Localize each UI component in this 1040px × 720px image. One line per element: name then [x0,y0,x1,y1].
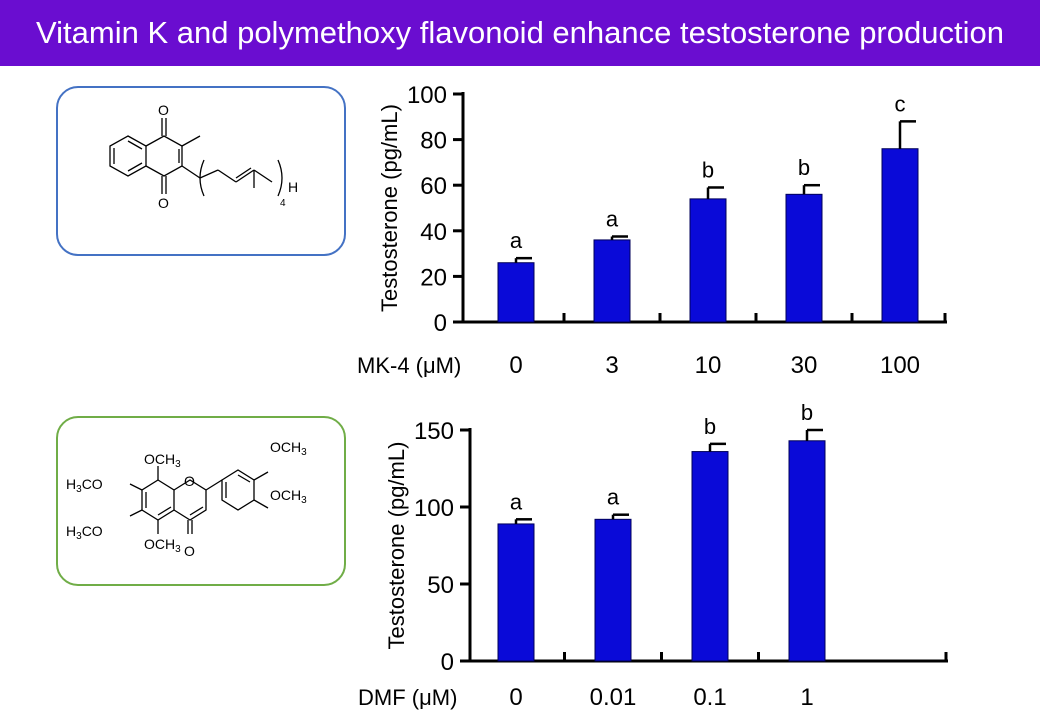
mk4-y-tick-label: 0 [434,310,447,337]
mk4-bar [881,148,919,323]
dmf-x-axis-label: DMF (μM) [358,685,457,710]
mk4-x-axis-label: MK-4 (μM) [357,353,461,378]
mk4-y-tick-label: 20 [420,264,447,291]
mk4-repeat-count: 4 [280,198,286,209]
page-title: Vitamin K and polymethoxy flavonoid enha… [36,15,1004,50]
dmf-group-c5: OCH3 [144,536,181,555]
mk4-y-tick-label: 40 [420,219,447,246]
dmf-y-tick-label: 100 [414,495,454,522]
mk4-bar [593,239,631,323]
mk4-significance-label: b [798,155,810,180]
mk4-structure-box: O O H 4 [56,86,346,256]
dmf-carbonyl-o: O [184,543,195,559]
dmf-significance-label: b [801,400,813,425]
mk4-structure-image: O O H 4 [109,102,298,211]
dmf-bar [594,518,632,662]
dmf-category-label: 0 [509,684,522,711]
mk4-bar [785,193,823,323]
dmf-structure-box: OCH3 OCH3 H3CO H3CO OCH3 OCH3 O O [56,416,346,586]
dmf-group-c8: OCH3 [144,451,181,470]
mk4-y-tick-label: 100 [407,82,447,109]
dmf-y-tick-label: 0 [441,649,454,676]
dmf-y-tick-label: 150 [414,418,454,445]
dmf-group-c3p: OCH3 [270,487,307,506]
dmf-category-label: 0.01 [590,684,637,711]
dmf-group-c7: H3CO [66,476,103,495]
mk4-significance-label: a [510,228,523,253]
mk4-y-tick-label: 80 [420,128,447,155]
mk4-significance-label: c [895,91,906,116]
mk4-bar [497,262,535,323]
mk4-category-label: 30 [791,352,818,379]
dmf-ring-o: O [184,473,195,489]
dmf-bar [788,440,826,662]
dmf-group-c4p: OCH3 [270,439,307,458]
dmf-bar [497,523,535,662]
dmf-group-c6: H3CO [66,523,103,542]
dmf-significance-label: b [704,414,716,439]
mk4-bar [689,198,727,323]
mk4-o-top: O [158,102,169,118]
mk4-category-label: 100 [880,352,920,379]
dmf-structure-image: OCH3 OCH3 H3CO H3CO OCH3 OCH3 O O [66,439,307,559]
title-bar: Vitamin K and polymethoxy flavonoid enha… [0,0,1040,66]
dmf-category-label: 0.1 [693,684,726,711]
dmf-category-label: 1 [800,684,813,711]
dmf-significance-label: a [607,485,620,510]
dmf-bar [691,451,729,662]
dmf-significance-label: a [510,489,523,514]
mk4-category-label: 0 [509,352,522,379]
mk4-significance-label: b [702,157,714,182]
mk4-h: H [288,179,298,195]
dmf-y-axis-label: Testosterone (pg/mL) [384,442,409,650]
mk4-y-tick-label: 60 [420,173,447,200]
mk4-significance-label: a [606,207,619,232]
mk4-category-label: 10 [695,352,722,379]
mk4-y-axis-label: Testosterone (pg/mL) [377,104,402,312]
mk4-category-label: 3 [605,352,618,379]
mk4-o-bottom: O [158,195,169,211]
dmf-y-tick-label: 50 [427,572,454,599]
